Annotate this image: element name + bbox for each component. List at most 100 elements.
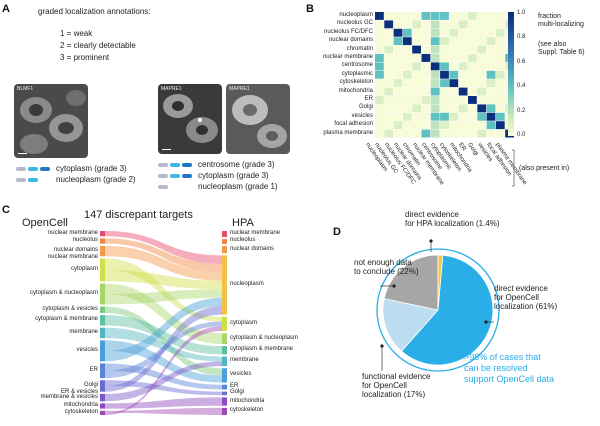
colorbar: [508, 12, 514, 136]
heatmap-row-label: nucleolus FC/DFC: [323, 28, 373, 35]
sankey-left-label: nuclear membrane: [47, 229, 98, 236]
opencell-support-note: >98% of cases that can be resolved suppo…: [464, 352, 555, 384]
scale-bar: [18, 153, 27, 154]
sankey-left-node: [100, 340, 105, 362]
sankey-left-node: [100, 393, 105, 402]
panel-a-letter: A: [2, 3, 10, 15]
sankey-right-node: [222, 346, 227, 355]
label-not-enough-data: not enough data to conclude (22%): [354, 258, 419, 276]
sankey-flow: [105, 361, 222, 402]
sankey-right-label: cytoplasm: [230, 319, 258, 326]
colorbar-tick-label: 0.4: [517, 83, 526, 90]
grade-pill-light: [158, 174, 168, 178]
heatmap-row-label: nuclear membrane: [322, 54, 373, 60]
heatmap-row-label: focal adhesion: [334, 121, 373, 128]
sankey-right-label: mitochondria: [230, 397, 265, 404]
annotation-nucleoplasm-grade1: nucleoplasm (grade 1): [198, 182, 278, 191]
sankey-right-label: nuclear membrane: [230, 229, 281, 236]
grade-pill-dark: [182, 163, 192, 167]
opencell-header: OpenCell: [22, 217, 68, 229]
heatmap-row-label: cytoplasmic: [341, 70, 373, 77]
sankey-left-node: [100, 327, 105, 339]
label-functional-evidence: functional evidence for OpenCell localiz…: [362, 372, 431, 399]
sankey-flow: [105, 321, 222, 379]
sankey-right-node: [222, 316, 227, 332]
grade-pill-light: [16, 167, 26, 171]
colorbar-title: fraction multi-localizing: [538, 13, 584, 28]
sankey-left-label: nuclear domains nuclear membrane: [47, 247, 98, 261]
pie-slice: [383, 254, 439, 311]
sankey-flow: [105, 363, 222, 390]
sankey-flow: [105, 258, 222, 322]
sankey-right-label: cytoplasm & membrane: [230, 346, 294, 353]
sankey-flow: [105, 245, 222, 281]
grade-pill-light: [158, 163, 168, 167]
sankey-flow: [105, 340, 222, 383]
panel-a-title: graded localization annotations:: [38, 7, 151, 16]
sankey-flow: [105, 407, 222, 415]
sankey-right-label: Golgi: [230, 389, 245, 396]
image-label: MAPRE1: [161, 86, 182, 92]
annotation-centrosome-grade3: centrosome (grade 3): [198, 160, 275, 169]
sankey-right-label: cytoskeleton: [230, 407, 264, 414]
scale-bar: [162, 149, 171, 150]
also-present-label: (also present in): [519, 165, 570, 172]
colorbar-tick-label: 1.0: [517, 10, 526, 16]
heatmap-row-label: Golgi: [358, 104, 373, 111]
sankey-left-label: mitochondria: [63, 402, 98, 409]
leader-dot: [392, 284, 396, 288]
annotation-cytoplasm-grade3: cytoplasm (grade 3): [198, 171, 269, 180]
sankey-flow: [105, 283, 222, 344]
grade-pill-mid: [28, 167, 38, 171]
sankey-left-node: [100, 258, 105, 282]
sankey-flow: [105, 238, 222, 273]
sankey-right-node: [222, 391, 227, 396]
pie-slice: [400, 254, 494, 366]
microscopy-image-mapre1-b: MAPRE1: [226, 84, 290, 154]
sankey-left-label: Golgi ER & vesicles: [60, 381, 98, 395]
sankey-flow: [105, 315, 222, 355]
sankey-right-node: [222, 368, 227, 383]
heatmap-row-label: vesicles: [351, 112, 373, 119]
sankey-left-node: [100, 315, 105, 326]
heatmap-row-label: nucleolus GC: [336, 20, 373, 27]
microscopy-image-blmf1: BLMF1: [14, 84, 88, 158]
colorbar-note: (see also Suppl. Table 6): [538, 41, 585, 56]
sankey-flow: [105, 306, 222, 392]
pie-slice: [437, 254, 444, 311]
sankey-right-label: membrane: [230, 357, 259, 364]
sankey-left-node: [100, 283, 105, 305]
colorbar-tick-label: 0.2: [517, 107, 526, 114]
colorbar-tick-label: 0.0: [517, 132, 526, 138]
sankey-left-node: [100, 306, 105, 313]
image-label: BLMF1: [17, 86, 34, 92]
sankey-right-label: ER: [230, 383, 239, 390]
sankey-flow: [105, 231, 222, 264]
sankey-right-label: vesicles: [230, 371, 252, 378]
sankey-right-label: nucleoplasm: [230, 280, 264, 287]
sankey-right-label: cytoplasm & nucleoplasm: [230, 334, 299, 341]
heatmap-row-label: mitochondria: [338, 87, 373, 94]
sankey-flow: [105, 326, 222, 415]
sankey-right-node: [222, 397, 227, 406]
sankey-left-label: vesicles: [76, 346, 98, 353]
heatmap-row-label: ER: [364, 96, 373, 102]
sankey-left-label: ER: [89, 366, 98, 373]
sankey-flow: [105, 380, 222, 396]
heatmap-row-label: centrosome: [341, 62, 373, 69]
sankey-left-node: [100, 363, 105, 379]
sankey-left-node: [100, 410, 105, 415]
sankey-flow: [105, 289, 222, 305]
microscopy-image-mapre1-a: MAPRE1: [158, 84, 222, 154]
sankey-left-label: membrane & vesicles: [40, 393, 98, 400]
label-hpa-direct: direct evidence for HPA localization (1.…: [405, 210, 500, 228]
sankey-right-node: [222, 407, 227, 415]
sankey-right-node: [222, 333, 227, 344]
sankey-left-node: [100, 380, 105, 392]
grade-1-label: 1 = weak: [60, 29, 93, 38]
colorbar-tick-label: 0.8: [517, 34, 526, 41]
hpa-header: HPA: [232, 217, 254, 229]
